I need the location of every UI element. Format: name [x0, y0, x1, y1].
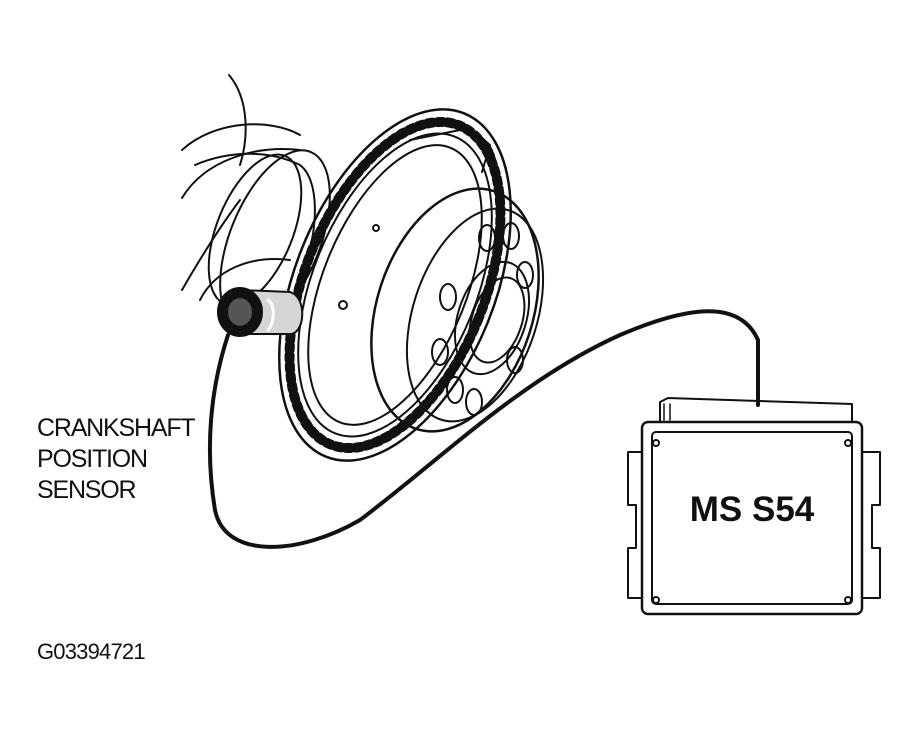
- crankshaft-hub: [370, 123, 545, 433]
- ecu-label: MS S54: [689, 490, 815, 529]
- sensor-label-line3: SENSOR: [37, 476, 137, 504]
- reluctor-wheel: [277, 108, 513, 462]
- sensor-cable: [207, 309, 760, 549]
- sensor-label-line1: CRANKSHAFT: [37, 414, 196, 442]
- figure-id: G03394721: [37, 639, 146, 664]
- ecu-module: [627, 397, 881, 616]
- crankshaft-position-sensor: [217, 287, 304, 337]
- sensor-label-line2: POSITION: [37, 445, 148, 473]
